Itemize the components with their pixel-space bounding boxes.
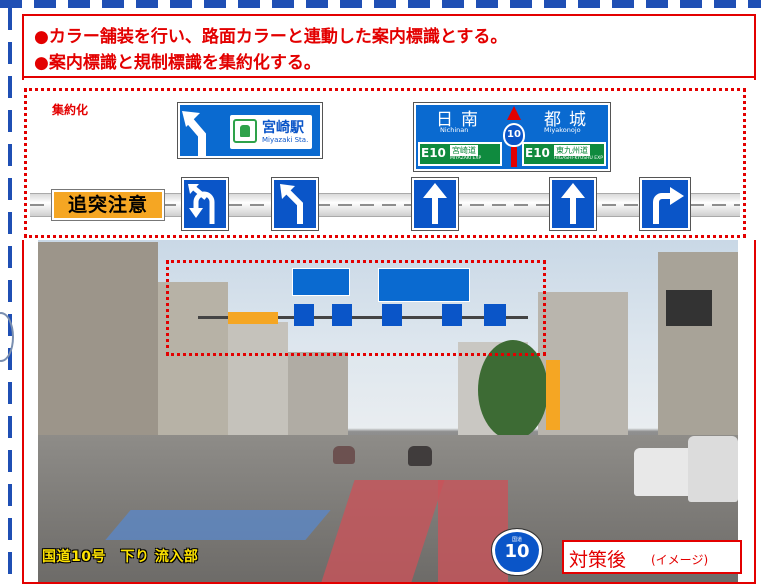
car — [688, 436, 738, 502]
lane-sign-left-uturn — [181, 177, 229, 231]
mini-lane-sign — [332, 304, 352, 326]
miyazaki-station-sign: 宮崎駅 Miyazaki Sta. — [177, 102, 323, 159]
e10-left-sign: E10 宮崎道 MIYAZAKI EXP — [418, 142, 502, 166]
blue-dashed-border-left — [8, 8, 12, 586]
consolidation-tag: 集約化 — [52, 103, 89, 117]
lane-sign-straight-1 — [411, 177, 459, 231]
blue-dashed-border-top — [0, 0, 761, 8]
mini-direction-sign — [378, 268, 470, 302]
car — [333, 446, 355, 464]
train-station-icon — [233, 119, 257, 143]
photo-caption: 国道10号 下り 流入部 — [42, 549, 199, 565]
lane-sign-straight-2 — [549, 177, 597, 231]
left-turn-arrow-icon — [280, 184, 303, 224]
blue-colored-lane — [105, 510, 331, 540]
car — [408, 446, 432, 466]
direction-sign: 日南 Nichinan 都城 Miyakonojo 10 E10 宮崎道 MIY… — [413, 102, 611, 172]
after-label-sub: (イメージ) — [651, 553, 709, 567]
header-line-2: ●案内標識と規制標識を集約化する。 — [34, 53, 321, 73]
straight-arrow-icon — [561, 183, 585, 224]
lane-sign-left-turn — [271, 177, 319, 231]
mini-lane-sign — [442, 304, 462, 326]
e10-right-sign: E10 東九州道 HIGASHI-KYUSHU EXP — [522, 142, 606, 166]
route-10-shield: 10 — [503, 123, 525, 147]
direction-right-jp: 都城 — [544, 110, 594, 130]
traffic-light — [666, 290, 712, 326]
consolidation-highlight-box — [24, 88, 746, 238]
after-label-main: 対策後 — [569, 549, 627, 571]
lane-sign-right-turn — [639, 177, 691, 231]
mini-lane-sign — [484, 304, 506, 326]
straight-arrow-icon — [423, 183, 447, 224]
red-arrow-icon — [507, 106, 521, 120]
mini-lane-sign — [294, 304, 314, 326]
after-measure-label: 対策後 (イメージ) — [562, 540, 742, 574]
left-uturn-arrow-icon — [188, 184, 215, 224]
photo-highlight-box — [166, 260, 546, 356]
direction-left-en: Nichinan — [440, 126, 469, 134]
direction-left-jp: 日南 — [436, 110, 486, 130]
caution-sign: 追突注意 — [51, 189, 165, 221]
miyazaki-name-en: Miyazaki Sta. — [262, 136, 309, 144]
header-line-1: ●カラー舗装を行い、路面カラーと連動した案内標識とする。 — [34, 27, 508, 47]
right-turn-arrow-icon — [653, 187, 684, 224]
header-box: ●カラー舗装を行い、路面カラーと連動した案内標識とする。 ●案内標識と規制標識を… — [22, 14, 756, 78]
gantry-arm — [198, 316, 528, 319]
direction-right-en: Miyakonojo — [544, 126, 581, 134]
palm-tree — [478, 340, 548, 440]
mini-miyazaki-sign — [292, 268, 350, 296]
mini-caution-sign — [228, 312, 278, 324]
left-branch-arrow-icon — [182, 111, 206, 156]
red-arrow-stem — [511, 147, 517, 167]
vertical-caution-sign — [546, 360, 560, 430]
miyazaki-name: 宮崎駅 — [262, 120, 304, 136]
national-route-shield: 国道 10 — [491, 528, 543, 576]
mini-lane-sign — [382, 304, 402, 326]
